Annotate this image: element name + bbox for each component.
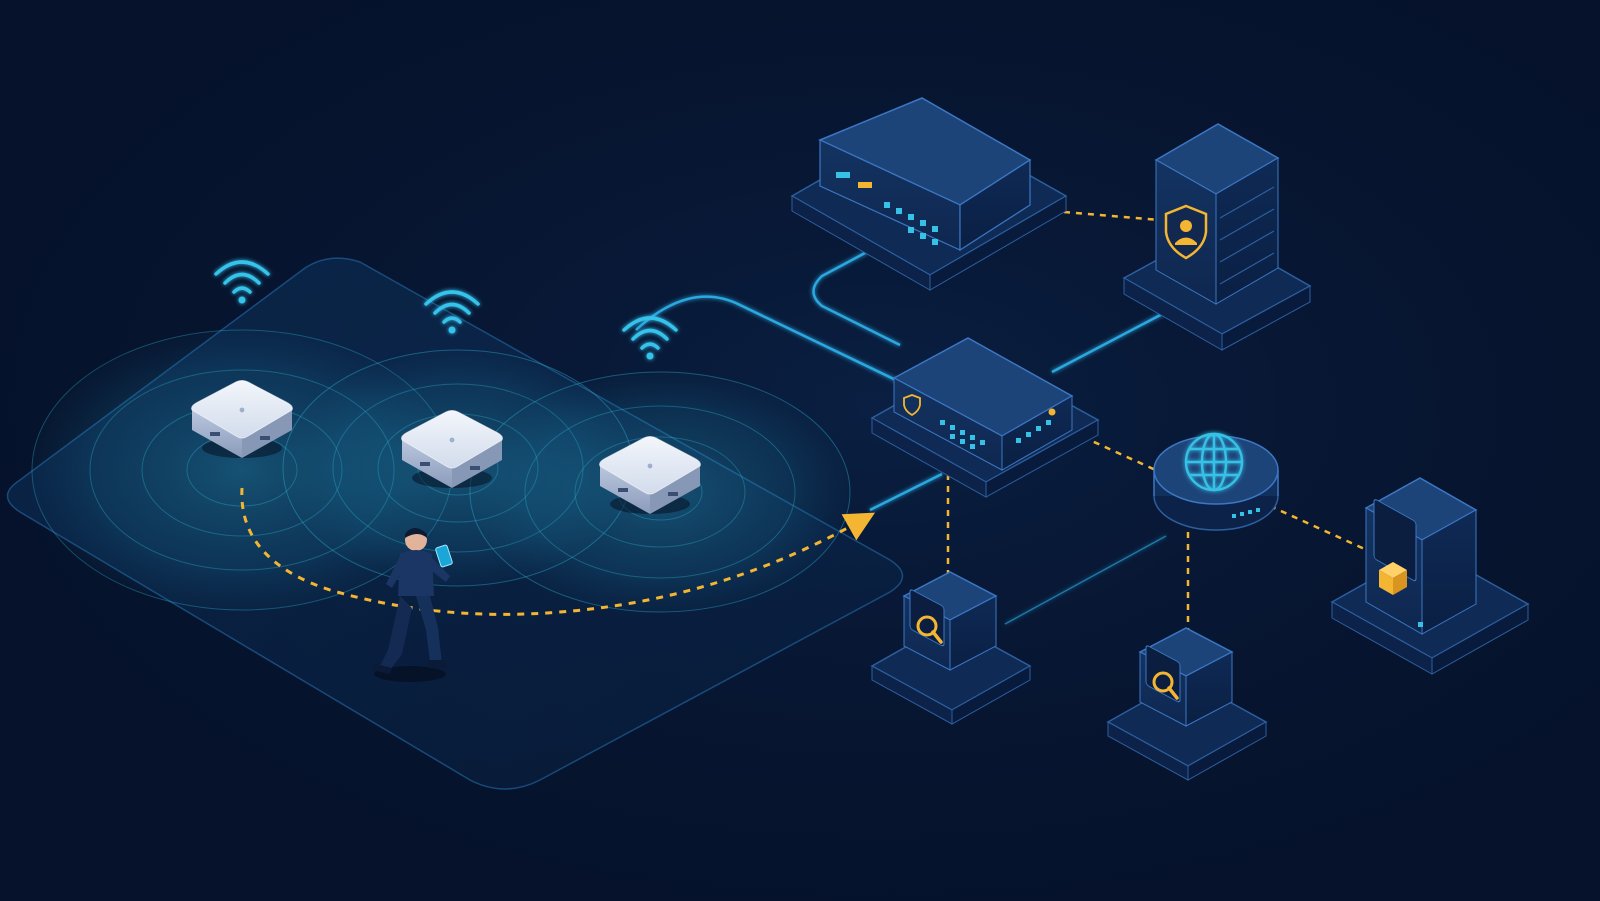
- ap-port: [420, 462, 430, 466]
- ap-port: [260, 436, 270, 440]
- mobile-user[interactable]: [372, 528, 453, 682]
- internet-router[interactable]: [1153, 432, 1279, 531]
- wifi-icon: [424, 290, 480, 334]
- shield-icon: [903, 394, 921, 417]
- roaming-path: [240, 487, 876, 616]
- network-switch[interactable]: [790, 97, 1068, 291]
- monitor-sensor-1[interactable]: [870, 571, 1032, 725]
- access-point-3[interactable]: [599, 316, 701, 514]
- shield-user-icon: [1164, 204, 1208, 260]
- globe-icon: [1184, 432, 1244, 492]
- link-monitor-to-router: [1004, 535, 1167, 625]
- ap-port: [470, 466, 480, 470]
- link-switch-to-server: [1063, 210, 1161, 222]
- wifi-icon: [622, 316, 678, 360]
- link-switch-to-core-switch: [812, 244, 901, 347]
- magnifier-icon: [1152, 671, 1179, 700]
- status-led: [449, 437, 455, 443]
- wifi-icon: [214, 260, 270, 304]
- link-server-to-core-switch: [1051, 310, 1167, 374]
- cube-icon: [1379, 562, 1407, 595]
- phone-icon: [435, 544, 453, 568]
- link-router-to-storage: [1269, 504, 1381, 558]
- ap-side-right: [242, 410, 292, 458]
- status-led: [239, 407, 245, 413]
- ap-side-right: [650, 466, 700, 514]
- identity-server[interactable]: [1122, 123, 1312, 351]
- ap-port: [210, 432, 220, 436]
- access-point-2[interactable]: [401, 290, 503, 488]
- storage-appliance[interactable]: [1330, 477, 1530, 675]
- access-point-1[interactable]: [191, 260, 293, 458]
- magnifier-icon: [916, 615, 943, 644]
- ap-port: [668, 492, 678, 496]
- ap-side-right: [452, 440, 502, 488]
- ap-port: [618, 488, 628, 492]
- link-sensor-to-core-switch: [869, 472, 943, 512]
- status-led: [647, 463, 653, 469]
- monitor-sensor-2[interactable]: [1106, 627, 1268, 781]
- core-switch[interactable]: [870, 337, 1100, 498]
